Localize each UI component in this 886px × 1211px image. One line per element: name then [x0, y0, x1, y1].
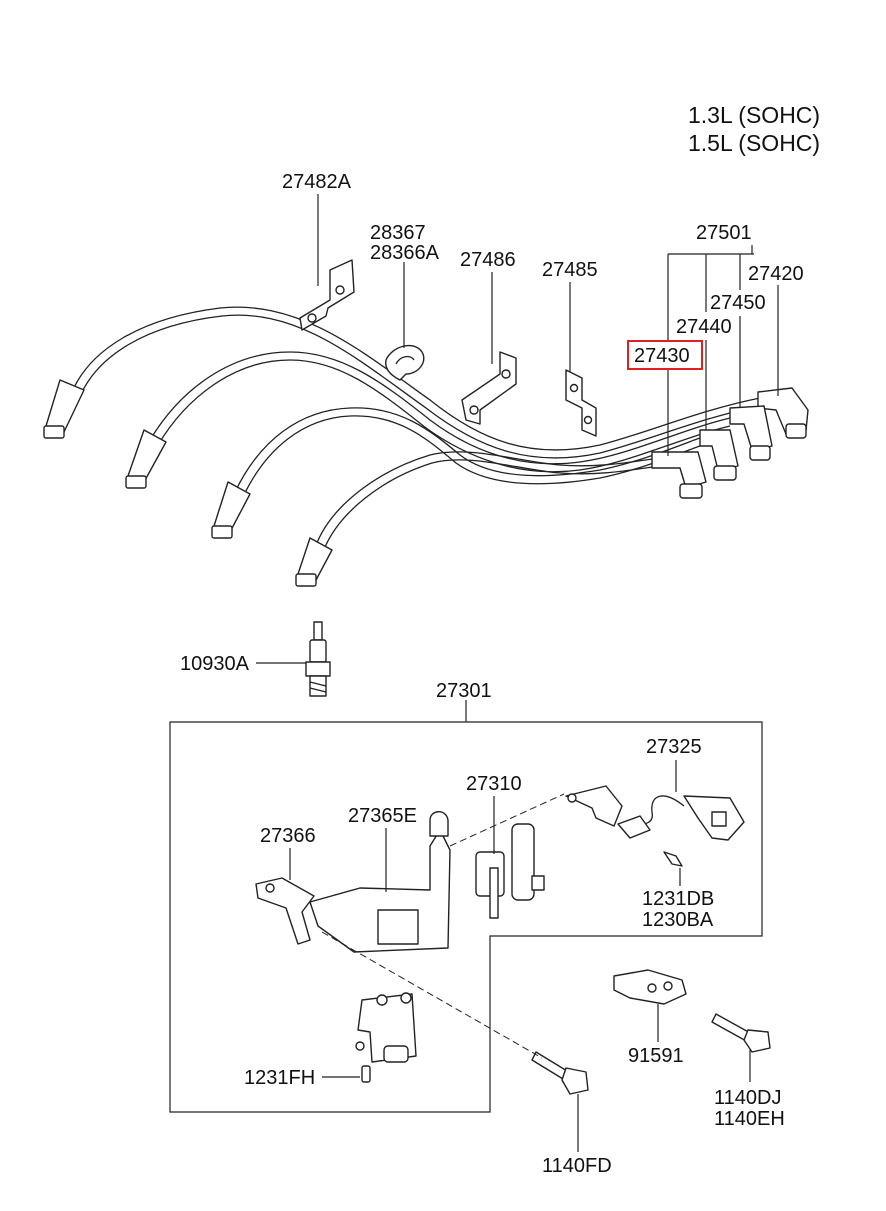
label-91591[interactable]: 91591 [628, 1045, 684, 1067]
label-27365E[interactable]: 27365E [348, 805, 417, 827]
engine-variant-2: 1.5L (SOHC) [688, 130, 820, 156]
spark-plug [305, 621, 331, 697]
ignition-coil-27310 [475, 823, 545, 919]
label-27482A[interactable]: 27482A [282, 171, 352, 193]
label-27485[interactable]: 27485 [542, 259, 598, 281]
plug-boot-3 [211, 481, 251, 539]
clamp-27482A [299, 259, 355, 331]
bracket-27365E [309, 811, 451, 953]
connector-27325 [637, 795, 745, 841]
plug-boot-2 [125, 429, 167, 489]
label-27310[interactable]: 27310 [466, 773, 522, 795]
label-1231FH[interactable]: 1231FH [244, 1067, 315, 1089]
clamp-27486 [461, 351, 517, 425]
label-1140EH[interactable]: 1140EH [714, 1108, 785, 1130]
coil-assembly-outline [169, 721, 763, 1113]
plug-boot-1 [43, 379, 85, 439]
label-27366[interactable]: 27366 [260, 825, 316, 847]
label-28366A[interactable]: 28366A [370, 242, 440, 264]
label-1231DB[interactable]: 1231DB [642, 888, 714, 910]
screw-1231FH [361, 1065, 371, 1083]
ignition-wire-set [43, 306, 809, 587]
clamp-27485 [565, 369, 597, 437]
coil-boot-27440 [699, 429, 739, 481]
connector-bracket [565, 785, 651, 839]
assembly-line-bolt [321, 931, 543, 1059]
leader-lines [256, 194, 779, 1152]
clip-28367 [385, 344, 425, 381]
bracket-91591 [613, 969, 687, 1005]
coil-boot-27430 [651, 451, 707, 499]
label-27486[interactable]: 27486 [460, 249, 516, 271]
label-27301[interactable]: 27301 [436, 680, 492, 702]
screw-1231DB [663, 851, 683, 867]
highlight-box-27430 [627, 340, 703, 370]
label-1140FD[interactable]: 1140FD [542, 1155, 612, 1177]
label-27430[interactable]: 27430 [634, 345, 690, 367]
label-1230BA[interactable]: 1230BA [642, 909, 714, 931]
label-27450[interactable]: 27450 [710, 292, 766, 314]
label-27325[interactable]: 27325 [646, 736, 702, 758]
label-28367[interactable]: 28367 [370, 222, 426, 244]
label-27501[interactable]: 27501 [696, 222, 752, 244]
coil-bracket-lower [355, 992, 417, 1063]
label-10930A[interactable]: 10930A [180, 653, 250, 675]
engine-variant-1: 1.3L (SOHC) [688, 102, 820, 128]
label-27440[interactable]: 27440 [676, 316, 732, 338]
plug-boot-4 [295, 537, 333, 587]
coil-boot-27450 [729, 405, 773, 461]
label-1140DJ[interactable]: 1140DJ [714, 1087, 781, 1109]
bolt-1140DJ [711, 1013, 771, 1053]
bolt-1140FD [531, 1051, 589, 1095]
bracket-27366 [255, 877, 315, 945]
label-27420[interactable]: 27420 [748, 263, 804, 285]
assembly-line-connector [449, 793, 565, 847]
